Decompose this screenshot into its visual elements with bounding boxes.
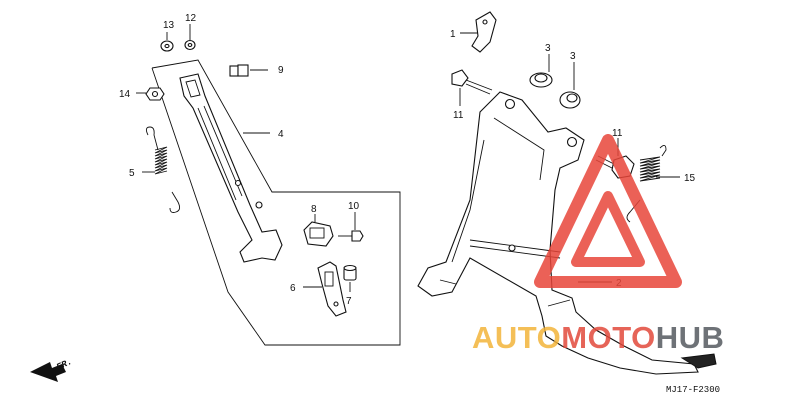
bolt-10	[338, 230, 364, 242]
spring-15	[626, 145, 667, 223]
spring-5	[145, 126, 181, 213]
collar-3b	[559, 91, 581, 109]
nut-14	[145, 87, 165, 101]
switch-8	[303, 221, 334, 247]
callout-15: 15	[684, 173, 696, 184]
callout-11a: 11	[453, 110, 464, 121]
collar-7	[343, 264, 357, 281]
callout-6: 6	[290, 283, 296, 294]
bolt-9	[229, 64, 268, 77]
callout-9: 9	[278, 65, 284, 76]
washer-13	[160, 40, 174, 52]
main-stand-2	[417, 91, 717, 375]
callout-5: 5	[129, 168, 135, 179]
watermark-word-moto: MOTO	[561, 320, 655, 355]
watermark-logo: AUTOMOTOHUB	[472, 134, 724, 355]
callout-1: 1	[450, 29, 456, 40]
bracket-6	[317, 261, 347, 317]
front-direction-arrow: FR.	[30, 357, 74, 382]
collar-3a	[529, 72, 553, 88]
side-stand-group-outline	[151, 59, 401, 346]
watermark-word-auto: AUTO	[472, 320, 561, 355]
callout-11b: 11	[612, 128, 623, 139]
bolt-11a	[451, 69, 493, 95]
callout-3b: 3	[570, 51, 576, 62]
watermark-word-hub: HUB	[656, 320, 725, 355]
callout-4: 4	[278, 129, 284, 140]
watermark-triangle-icon	[534, 134, 682, 288]
callout-3a: 3	[545, 43, 551, 54]
callout-10: 10	[348, 201, 360, 212]
side-stand-4	[179, 73, 283, 263]
callout-8: 8	[311, 204, 317, 215]
callout-13: 13	[163, 20, 175, 31]
svg-text:AUTOMOTOHUB: AUTOMOTOHUB	[472, 320, 724, 355]
washer-12	[184, 39, 196, 51]
callout-7: 7	[346, 296, 352, 307]
bracket-1	[471, 11, 497, 53]
callout-12: 12	[185, 13, 197, 24]
diagram-code: MJ17-F2300	[666, 385, 720, 395]
callout-14: 14	[119, 89, 131, 100]
